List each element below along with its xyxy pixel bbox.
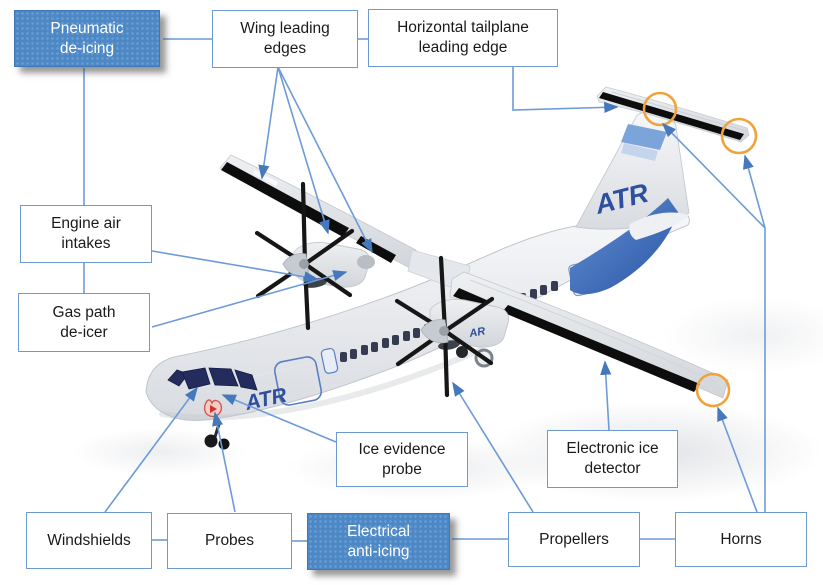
- label-box-pneumatic-de-icing: Pneumatic de-icing: [14, 10, 160, 67]
- arrow-horn-tailplane-right: [743, 154, 766, 229]
- horn-marker-tailplane-left: [642, 91, 678, 127]
- label-box-horns: Horns: [675, 512, 807, 567]
- label-text: Wing leading edges: [240, 20, 330, 57]
- arrow-wing-le-3: [277, 66, 373, 254]
- nacelle-ar-logo: AR: [467, 325, 486, 340]
- tailplane-deicer-boot: [599, 92, 744, 140]
- left-wing-deicer-boot: [221, 162, 349, 237]
- arrow-horn-tailplane-left: [661, 122, 766, 229]
- label-box-engine-air-intakes: Engine air intakes: [20, 205, 152, 263]
- label-box-ice-evidence-probe: Ice evidence probe: [336, 432, 468, 487]
- arrow-horn-wing-tip: [717, 406, 758, 513]
- left-propeller-spinner: [282, 253, 310, 278]
- label-box-electronic-ice-detector: Electronic ice detector: [547, 430, 678, 488]
- left-engine-exhaust: [357, 255, 375, 269]
- right-propeller-spinner: [420, 319, 449, 344]
- label-text: Horizontal tailplane leading edge: [397, 19, 529, 56]
- label-box-windshields: Windshields: [26, 512, 152, 569]
- arrow-propellers: [452, 381, 534, 513]
- right-wing: [449, 271, 729, 399]
- label-box-wing-leading-edges: Wing leading edges: [212, 10, 358, 68]
- callout-arrow-lines: [104, 66, 766, 513]
- horizontal-tailplane: [596, 86, 750, 143]
- tail-cone: [629, 212, 689, 240]
- label-text: Engine air intakes: [51, 215, 121, 252]
- label-box-horizontal-tailplane-leading-edge: Horizontal tailplane leading edge: [368, 9, 558, 67]
- arrow-engine-air-intake: [151, 250, 319, 283]
- arrow-ice-evidence-probe: [221, 394, 337, 443]
- label-text: Pneumatic de-icing: [50, 19, 124, 57]
- arrow-windshields: [104, 386, 198, 513]
- arrow-electronic-ice-detector: [600, 360, 612, 431]
- box-connector-lines: [83, 38, 766, 542]
- horn-marker-wing-tip: [695, 372, 731, 408]
- label-text: Electrical anti-icing: [347, 522, 410, 560]
- main-gear-wheel: [456, 346, 468, 358]
- horn-marker-tailplane-right: [720, 117, 758, 155]
- vertical-fin: ATR: [570, 111, 690, 295]
- label-text: Horns: [720, 530, 762, 548]
- label-box-probes: Probes: [167, 513, 292, 569]
- label-text: Electronic ice detector: [566, 440, 659, 477]
- label-text: Windshields: [47, 531, 131, 549]
- arrow-wing-le-2: [277, 66, 330, 235]
- arrow-wing-le-1: [258, 66, 279, 180]
- windshield: [167, 367, 258, 391]
- label-box-propellers: Propellers: [508, 512, 640, 567]
- arrow-gas-path-de-icer: [151, 270, 348, 328]
- ice-evidence-probe-marker: [203, 399, 223, 418]
- label-text: Gas path de-icer: [52, 303, 116, 341]
- label-text: Probes: [204, 532, 255, 550]
- right-engine-nacelle: AR: [428, 299, 509, 368]
- label-text: Ice evidence probe: [358, 440, 446, 478]
- horn-marker-circles: [642, 91, 758, 408]
- label-box-gas-path-de-icer: Gas path de-icer: [18, 293, 150, 352]
- arrow-probes: [212, 411, 236, 513]
- arrow-tailplane-le: [512, 67, 619, 113]
- label-text: Propellers: [539, 530, 609, 548]
- label-box-electrical-anti-icing: Electrical anti-icing: [307, 513, 450, 570]
